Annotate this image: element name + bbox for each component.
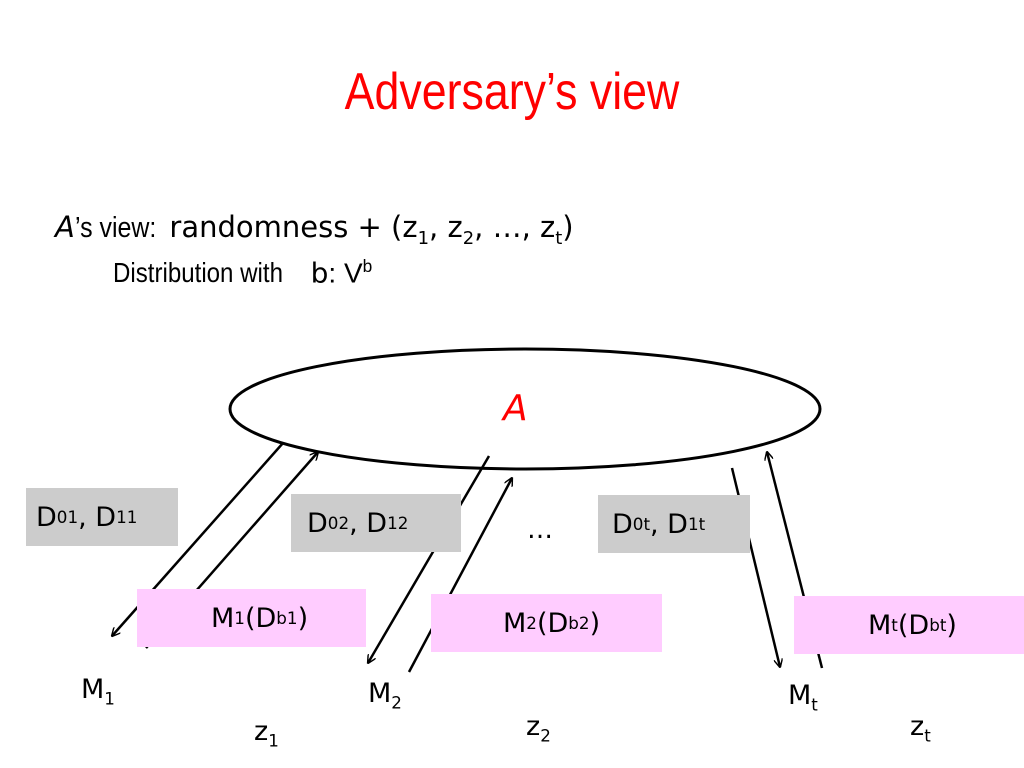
mechanism-m: M xyxy=(788,680,812,711)
ellipsis: … xyxy=(527,515,553,545)
adversary-label: A xyxy=(503,388,528,429)
answer-d: (D xyxy=(536,607,569,639)
bit-b: b xyxy=(310,256,329,290)
adversary-symbol: A xyxy=(55,210,75,244)
randomness-text: randomness + (z xyxy=(169,210,418,244)
query-d: D xyxy=(307,507,328,539)
sep-1: , z xyxy=(429,210,463,244)
query-sub: 0 xyxy=(632,513,644,534)
output-z: z xyxy=(254,716,269,747)
answer-sub: b xyxy=(568,612,579,633)
query-sup: 2 xyxy=(338,512,350,533)
answer-m: M xyxy=(211,602,235,634)
mechanism-sub: 2 xyxy=(391,692,402,713)
query-d: , D xyxy=(349,507,388,539)
mechanism-m: M xyxy=(81,674,105,705)
colon: : xyxy=(328,257,344,289)
answer-sup: 2 xyxy=(578,612,590,633)
answer-close: ) xyxy=(589,607,601,639)
answer-d: (D xyxy=(897,609,930,641)
mechanism-sub: t xyxy=(811,694,818,715)
query-sup: t xyxy=(698,513,706,534)
query-sup: 1 xyxy=(67,506,79,527)
query-sup: t xyxy=(643,513,651,534)
output-sub: 1 xyxy=(268,730,279,751)
output-sub: t xyxy=(924,725,931,746)
output-label-2: z2 xyxy=(526,711,551,745)
output-z: z xyxy=(910,711,925,742)
query-d: D xyxy=(36,501,57,533)
query-sub: 1 xyxy=(687,513,699,534)
distribution-label: Distribution with xyxy=(113,257,283,289)
answer-sub: 2 xyxy=(526,612,537,633)
answer-sub: t xyxy=(891,614,898,635)
output-sub: 2 xyxy=(540,725,551,746)
answer-close: ) xyxy=(946,609,957,641)
query-sub: 0 xyxy=(56,506,68,527)
mechanism-label-1: M1 xyxy=(81,674,115,708)
answer-m: M xyxy=(503,607,527,639)
query-sub: 1 xyxy=(116,506,127,527)
query-arrow-2 xyxy=(368,455,491,663)
answer-sub: b xyxy=(929,614,940,635)
view-superscript: b xyxy=(362,256,373,276)
output-label-t: zt xyxy=(910,711,931,745)
query-d: , D xyxy=(650,508,688,540)
close-paren: ) xyxy=(562,210,574,244)
mechanism-m: M xyxy=(368,678,392,709)
query-sub: 0 xyxy=(327,512,339,533)
query-d: , D xyxy=(78,501,117,533)
answer-m: M xyxy=(868,609,892,641)
query-sup: 1 xyxy=(126,506,138,527)
query-sub: 1 xyxy=(387,512,398,533)
adversary-ellipse xyxy=(228,347,822,471)
answer-arrow-2 xyxy=(407,478,512,673)
answer-sub: 1 xyxy=(234,607,245,628)
answer-sup: 1 xyxy=(286,607,298,628)
mechanism-sub: 1 xyxy=(104,688,115,709)
mechanism-label-2: M2 xyxy=(368,678,402,712)
mechanism-label-t: Mt xyxy=(788,680,818,714)
zt-sub: t xyxy=(555,227,563,249)
answer-close: ) xyxy=(297,602,309,634)
sep-2: , …, z xyxy=(474,210,556,244)
distribution-line: Distribution with b: Vb xyxy=(113,256,372,289)
answer-d: (D xyxy=(244,602,277,634)
query-sup: 2 xyxy=(397,512,409,533)
adversary-view-line: A’s view: randomness + (z1, z2, …, zt) xyxy=(55,210,574,249)
view-symbol: V xyxy=(343,257,363,289)
view-label: ’s view: xyxy=(74,212,157,244)
output-label-1: z1 xyxy=(254,716,279,750)
answer-sup: t xyxy=(939,614,947,635)
query-d: D xyxy=(612,508,633,540)
z1-sub: 1 xyxy=(417,227,430,249)
z2-sub: 2 xyxy=(462,227,475,249)
answer-sub: b xyxy=(276,607,287,628)
slide-title: Adversary’s view xyxy=(344,63,680,121)
output-z: z xyxy=(526,711,541,742)
